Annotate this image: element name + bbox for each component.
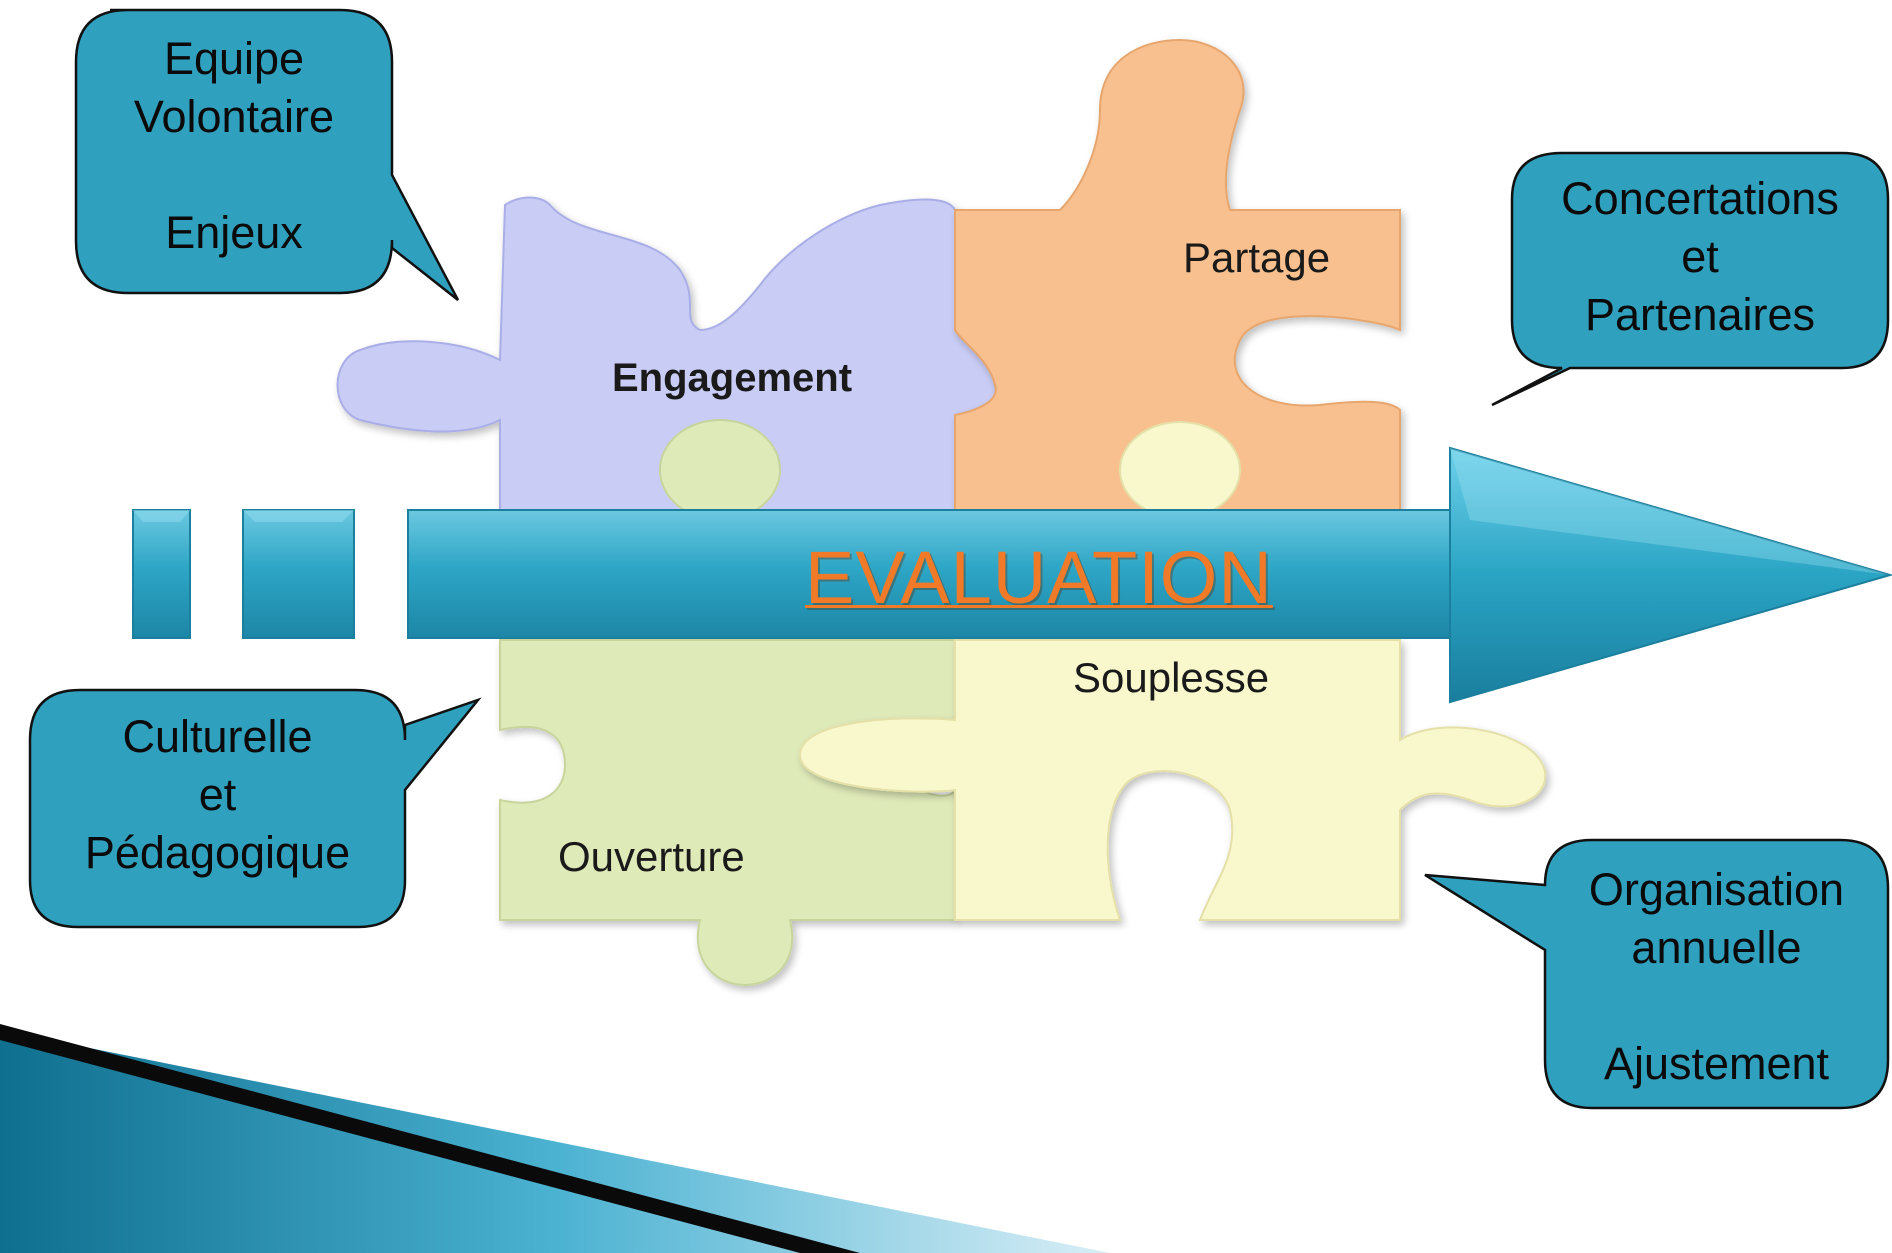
arrow-square-2 — [242, 509, 355, 639]
knob-souplesse-top — [1119, 421, 1241, 519]
piece-label-engagement: Engagement — [612, 356, 853, 400]
arrow-square-1 — [132, 509, 191, 639]
callout-line: Partenaires — [1584, 289, 1816, 340]
callout-line: Organisation — [1588, 864, 1845, 915]
callout-line: annuelle — [1631, 922, 1802, 973]
puzzle-piece-souplesse — [798, 639, 1547, 921]
callout-line: Culturelle — [122, 711, 313, 762]
callout-organisation-shape — [1424, 838, 1890, 1110]
callout-organisation: Organisation annuelle Ajustement — [1545, 861, 1888, 1093]
callout-line: Concertations — [1561, 173, 1839, 224]
callout-line: Pédagogique — [84, 827, 351, 878]
callout-equipe-volontaire: Equipe Volontaire Enjeux — [76, 30, 392, 262]
callout-concertations: Concertations et Partenaires — [1512, 170, 1888, 344]
knob-ouverture-top — [659, 419, 781, 521]
piece-label-souplesse: Souplesse — [1073, 654, 1270, 701]
callout-equipe-volontaire-shape — [74, 8, 460, 301]
puzzle-piece-ouverture — [499, 639, 956, 987]
corner-wedge-dark-edge — [0, 1024, 860, 1253]
callout-line: Equipe — [163, 33, 305, 84]
evaluation-arrow — [407, 446, 1892, 704]
puzzle-piece-partage — [954, 38, 1401, 511]
callout-line — [1545, 977, 1888, 1035]
corner-wedge-decoration — [0, 1030, 1110, 1253]
piece-label-partage: Partage — [1183, 234, 1331, 281]
piece-label-ouverture: Ouverture — [558, 833, 745, 880]
callout-concertations-shape — [1491, 151, 1890, 407]
callout-culturelle-shape — [28, 688, 482, 929]
callout-line: et — [1681, 231, 1719, 282]
callout-line: et — [198, 769, 237, 820]
callout-culturelle: Culturelle et Pédagogique — [30, 708, 405, 882]
callout-line — [76, 146, 392, 204]
callout-line: Volontaire — [133, 91, 335, 142]
callout-line: Enjeux — [165, 207, 303, 258]
callout-line: Ajustement — [1603, 1038, 1830, 1089]
evaluation-label: EVALUATION — [805, 536, 1273, 619]
